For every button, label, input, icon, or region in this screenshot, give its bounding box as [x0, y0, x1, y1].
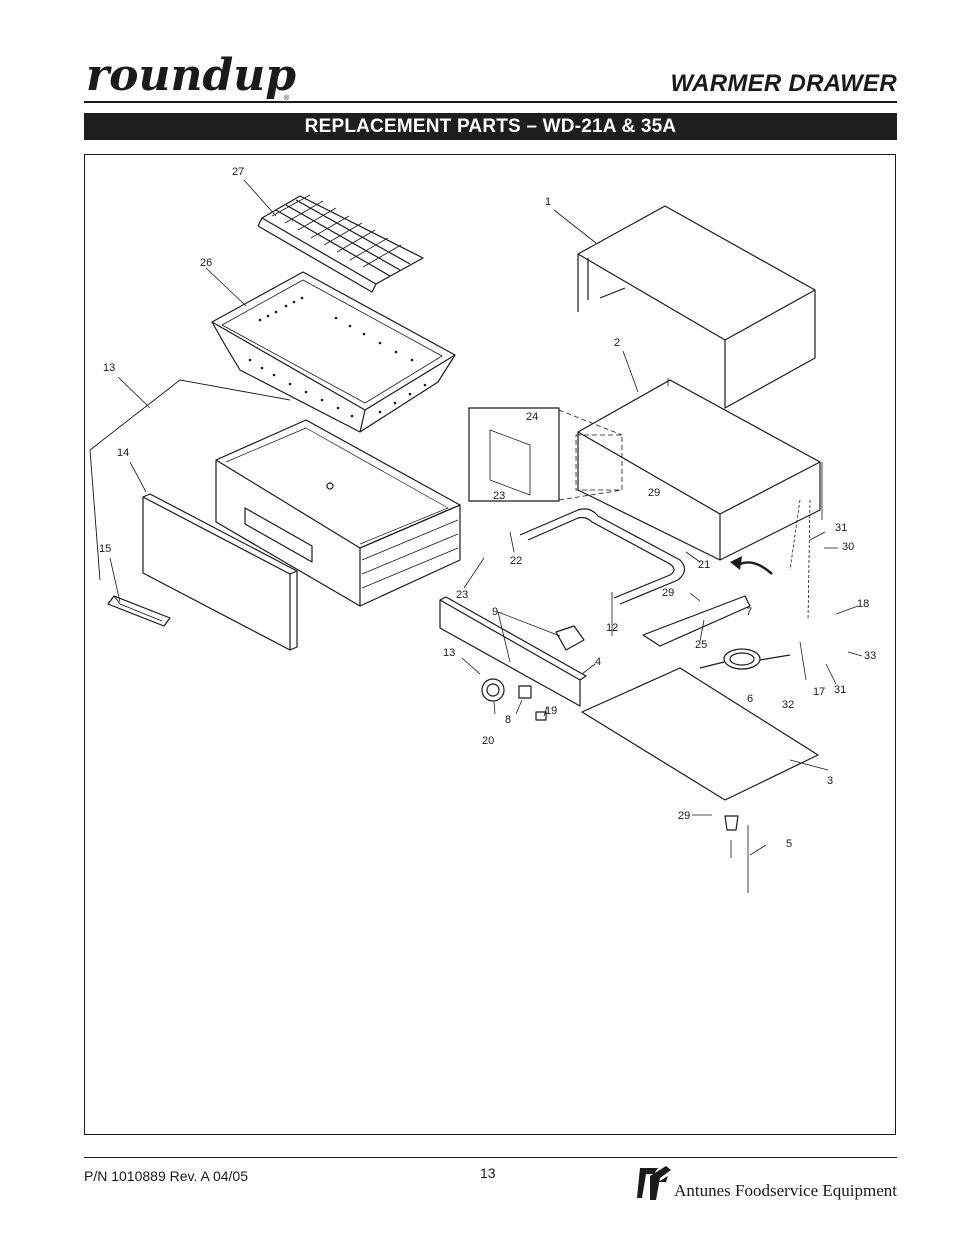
- diagram-frame: [84, 154, 896, 1135]
- callout-1: 1: [545, 196, 551, 208]
- callout-7: 7: [746, 606, 752, 618]
- callout-2: 2: [614, 337, 620, 349]
- part-number: P/N 1010889 Rev. A 04/05: [84, 1168, 248, 1184]
- roundup-logo: roundup ®: [86, 50, 296, 102]
- callout-29b: 29: [662, 587, 674, 599]
- thermostat-knob: [481, 678, 505, 702]
- power-cord: [723, 648, 761, 670]
- inner-chassis: [577, 378, 823, 561]
- callout-15: 14: [117, 447, 129, 459]
- callout-8: 8: [505, 714, 511, 726]
- callout-6: 6: [747, 693, 753, 705]
- callout-13: 13: [443, 647, 455, 659]
- footer-divider: [84, 1157, 897, 1158]
- drawer-front: [142, 493, 298, 651]
- callout-9: 9: [492, 606, 498, 618]
- callout-31a: 31: [835, 522, 847, 534]
- callout-24: 24: [526, 411, 538, 423]
- callout-27: 27: [232, 166, 244, 178]
- heating-element: [519, 508, 686, 605]
- rocker-switch: [518, 685, 532, 699]
- pan-perforations: [248, 296, 427, 418]
- control-panel: [439, 596, 587, 707]
- page-number: 13: [480, 1165, 496, 1181]
- perforated-pan: [211, 271, 456, 433]
- callout-26: 26: [200, 257, 212, 269]
- callout-30: 30: [842, 541, 854, 553]
- brand-name: Antunes Foodservice Equipment: [674, 1181, 897, 1200]
- footer-brand: Antunes Foodservice Equipment: [636, 1162, 897, 1202]
- callout-21: 21: [698, 559, 710, 571]
- drawer-handle: [107, 595, 171, 627]
- callout-29a: 29: [648, 487, 660, 499]
- callout-14: 13: [103, 362, 115, 374]
- header-divider: [84, 101, 897, 103]
- callout-3: 3: [827, 775, 833, 787]
- section-banner: REPLACEMENT PARTS – WD-21A & 35A: [84, 113, 897, 140]
- cabinet-cover: [577, 205, 816, 409]
- callout-23b: 23: [456, 589, 468, 601]
- bracket: [642, 595, 751, 647]
- callout-33: 33: [864, 650, 876, 662]
- callout-19: 19: [545, 705, 557, 717]
- antunes-logo-icon: [637, 1166, 672, 1200]
- drawer-body: [215, 419, 461, 607]
- callout-18: 18: [857, 598, 869, 610]
- page-title: WARMER DRAWER: [670, 70, 897, 97]
- callout-5: 5: [786, 838, 792, 850]
- callout-20: 20: [482, 735, 494, 747]
- callout-12: 12: [606, 622, 618, 634]
- thermostat: [555, 625, 585, 651]
- callout-17: 17: [813, 686, 825, 698]
- svg-text:®: ®: [284, 94, 290, 102]
- callout-16: 15: [99, 543, 111, 555]
- base-plate: [581, 667, 819, 801]
- callout-32: 32: [782, 699, 794, 711]
- callout-22: 22: [510, 555, 522, 567]
- foot: [724, 815, 739, 831]
- callout-29c: 29: [678, 810, 690, 822]
- callout-4: 4: [595, 656, 601, 668]
- callout-25: 25: [695, 639, 707, 651]
- callout-31b: 31: [834, 684, 846, 696]
- wire-rack: [257, 194, 424, 293]
- callout-23a: 23: [493, 490, 505, 502]
- logo-wordmark: roundup: [86, 50, 296, 101]
